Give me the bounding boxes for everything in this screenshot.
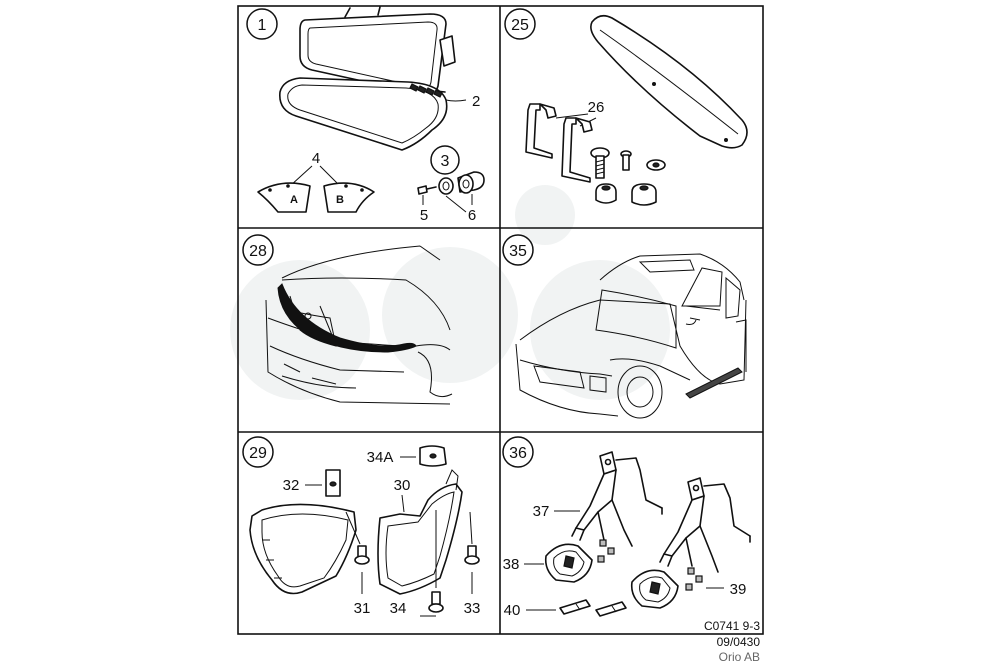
fasteners <box>590 147 666 206</box>
panel-36-number: 36 <box>509 445 527 462</box>
label-37: 37 <box>533 503 550 520</box>
label-4: 4 <box>312 150 320 167</box>
panel-grid <box>237 5 764 635</box>
letter-b: B <box>336 194 344 206</box>
label-34: 34 <box>390 600 407 617</box>
spoiler <box>590 14 748 149</box>
diagram-date: 09/0430 <box>717 635 761 649</box>
label-3: 3 <box>441 153 450 170</box>
letter-a: A <box>290 194 298 206</box>
panel-35-number: 35 <box>509 243 527 260</box>
sticker-a <box>257 182 311 213</box>
label-6: 6 <box>468 207 476 224</box>
mounting-brackets <box>525 103 593 183</box>
panel-28-number: 28 <box>249 243 267 260</box>
bracket-left <box>571 451 663 547</box>
mount-plates <box>544 543 679 609</box>
panel-25: 25 26 <box>504 8 748 206</box>
label-26: 26 <box>588 99 605 116</box>
wind-deflector <box>279 6 467 151</box>
label-39: 39 <box>730 581 747 598</box>
screws <box>354 545 480 613</box>
mud-flap-left <box>249 503 357 595</box>
label-32: 32 <box>283 477 300 494</box>
panel-25-number: 25 <box>511 17 529 34</box>
callout-circle <box>242 436 274 468</box>
brand-name: Orio AB <box>719 650 760 664</box>
label-33: 33 <box>464 600 481 617</box>
panel-1: 1 2 4 A B 3 <box>246 6 485 224</box>
callout-circle <box>430 145 460 175</box>
diagram-code: C0741 9-3 <box>704 619 760 633</box>
panel-35: 35 <box>502 234 747 419</box>
sticker-b <box>323 182 375 213</box>
callout-circle <box>504 8 536 40</box>
label-34a: 34A <box>367 449 394 466</box>
label-30: 30 <box>394 477 411 494</box>
callout-circle <box>242 234 274 266</box>
callout-circle <box>502 234 534 266</box>
panel-29: 29 34A 32 30 31 <box>242 436 481 617</box>
label-31: 31 <box>354 600 371 617</box>
bracket-right <box>659 477 751 573</box>
label-2: 2 <box>472 93 480 110</box>
panel-1-number: 1 <box>258 17 267 34</box>
wedges <box>559 599 627 617</box>
side-moulding <box>685 367 743 399</box>
watermark <box>230 185 670 400</box>
panel-36: 36 37 <box>502 436 751 619</box>
label-5: 5 <box>420 207 428 224</box>
label-40: 40 <box>504 602 521 619</box>
screw-and-nut <box>417 171 485 213</box>
mud-flap-right <box>377 469 463 595</box>
callout-circle <box>502 436 534 468</box>
nuts <box>597 539 703 591</box>
panel-28: 28 <box>242 234 453 405</box>
bonnet-guard <box>277 283 417 353</box>
label-38: 38 <box>503 556 520 573</box>
panel-29-number: 29 <box>249 445 267 462</box>
callout-circle <box>246 8 278 40</box>
